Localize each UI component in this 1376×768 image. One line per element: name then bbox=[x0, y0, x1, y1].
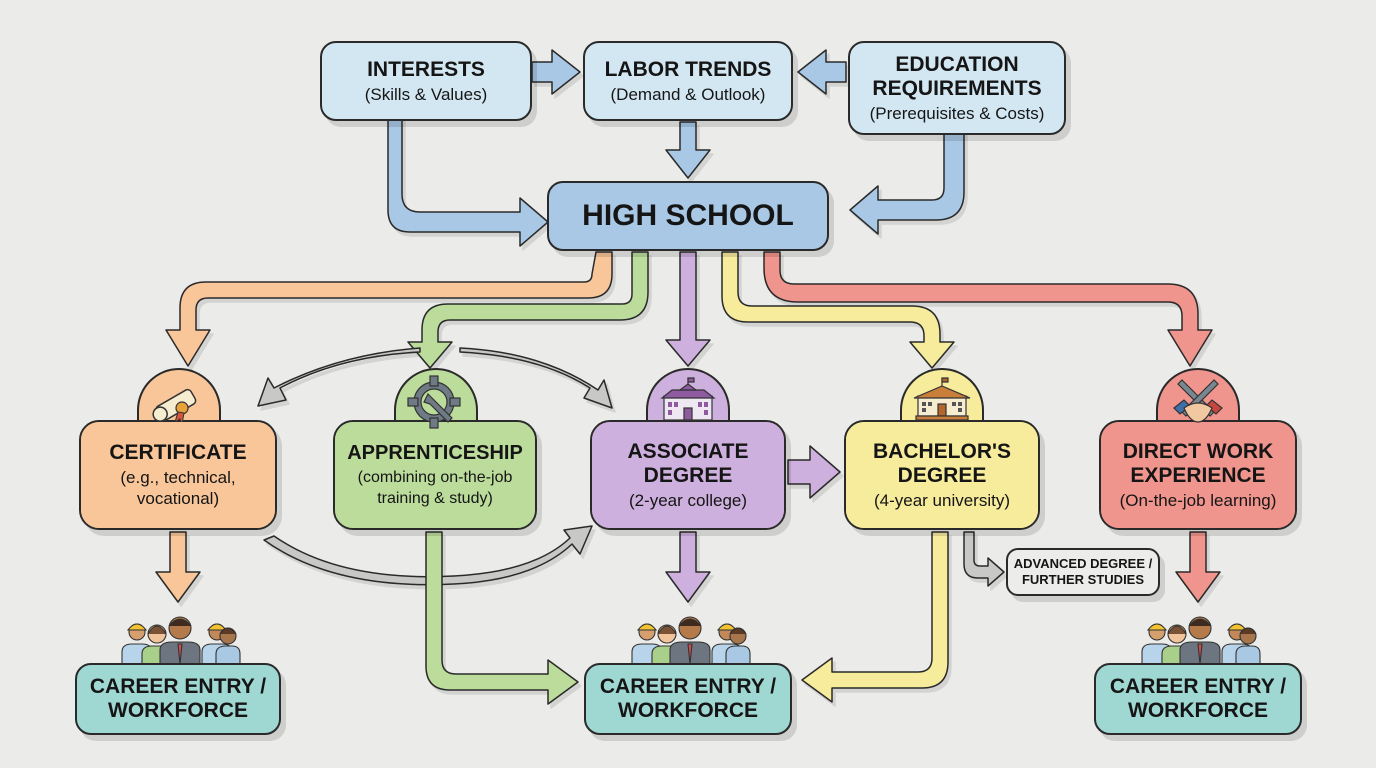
bachelors-degree-content: BACHELOR'S DEGREE (4-year university) bbox=[846, 422, 1038, 528]
associate-subtitle: (2-year college) bbox=[628, 490, 748, 510]
labor-trends-box: LABOR TRENDS (Demand & Outlook) bbox=[583, 41, 793, 121]
arrow-hs-to-certificate bbox=[165, 251, 613, 367]
university-building-icon bbox=[913, 377, 971, 421]
education-requirements-box: EDUCATION REQUIREMENTS (Prerequisites & … bbox=[848, 41, 1066, 135]
education-subtitle: (Prerequisites & Costs) bbox=[869, 103, 1045, 123]
arrow-labor-to-hs bbox=[665, 121, 711, 179]
arrow-education-to-labor bbox=[797, 49, 847, 95]
arrow-hs-to-work bbox=[763, 251, 1213, 367]
arrow-associate-to-bachelor bbox=[787, 445, 841, 499]
direct-work-content: DIRECT WORK EXPERIENCE (On-the-job learn… bbox=[1101, 422, 1295, 528]
arrow-apprenticeship-to-certificate bbox=[257, 347, 421, 407]
interests-subtitle: (Skills & Values) bbox=[364, 84, 488, 104]
career-title-line2: WORKFORCE bbox=[618, 699, 758, 722]
arrow-certificate-to-career bbox=[155, 531, 201, 603]
diploma-scroll-icon bbox=[152, 388, 197, 426]
arrow-hs-to-bachelor bbox=[721, 251, 955, 369]
associate-title-line1: ASSOCIATE bbox=[627, 439, 749, 463]
work-title-line1: DIRECT WORK bbox=[1122, 439, 1274, 463]
interests-title: INTERESTS bbox=[367, 57, 485, 81]
career-title-line1: CAREER ENTRY / bbox=[89, 675, 267, 698]
arrow-certificate-to-associate bbox=[263, 525, 593, 586]
work-subtitle: (On-the-job learning) bbox=[1119, 490, 1277, 510]
associate-title-line2: DEGREE bbox=[643, 463, 733, 487]
arrow-work-to-career bbox=[1175, 531, 1221, 603]
arrow-bachelor-to-advanced bbox=[963, 531, 1005, 587]
college-building-icon bbox=[660, 377, 716, 421]
handshake-tools-icon bbox=[1173, 379, 1223, 423]
education-title-line2: REQUIREMENTS bbox=[872, 76, 1042, 100]
high-school-title: HIGH SCHOOL bbox=[582, 199, 794, 232]
labor-trends-title: LABOR TRENDS bbox=[604, 57, 772, 81]
arrow-associate-to-career bbox=[665, 531, 711, 603]
arrow-hs-to-associate bbox=[665, 251, 711, 367]
associate-degree-content: ASSOCIATE DEGREE (2-year college) bbox=[592, 422, 784, 528]
arrow-education-to-hs bbox=[849, 125, 965, 235]
workforce-people-icon bbox=[1141, 616, 1261, 666]
arrow-apprenticeship-to-career bbox=[425, 531, 579, 705]
labor-trends-subtitle: (Demand & Outlook) bbox=[610, 84, 766, 104]
gear-wrench-icon bbox=[407, 375, 461, 429]
career-title-line2: WORKFORCE bbox=[1128, 699, 1268, 722]
interests-box: INTERESTS (Skills & Values) bbox=[320, 41, 532, 121]
career-title-line1: CAREER ENTRY / bbox=[1109, 675, 1287, 698]
bachelor-title-line1: BACHELOR'S bbox=[873, 439, 1011, 463]
career-entry-box-right: CAREER ENTRY / WORKFORCE bbox=[1094, 663, 1302, 735]
career-title-line1: CAREER ENTRY / bbox=[599, 675, 777, 698]
arrow-interests-to-hs bbox=[387, 113, 549, 247]
high-school-box: HIGH SCHOOL bbox=[547, 181, 829, 251]
arrow-apprenticeship-to-associate bbox=[459, 347, 613, 409]
advanced-title-line1: ADVANCED DEGREE / bbox=[1013, 556, 1153, 571]
bachelor-subtitle: (4-year university) bbox=[873, 490, 1011, 510]
career-title-line2: WORKFORCE bbox=[108, 699, 248, 722]
workforce-people-icon bbox=[631, 616, 751, 666]
work-title-line2: EXPERIENCE bbox=[1130, 463, 1266, 487]
arrow-hs-to-apprenticeship bbox=[407, 251, 649, 369]
workforce-people-icon bbox=[121, 616, 241, 666]
bachelor-title-line2: DEGREE bbox=[897, 463, 987, 487]
apprenticeship-box-overlay: APPRENTICESHIP (combining on-the-job tra… bbox=[335, 422, 535, 528]
advanced-degree-box: ADVANCED DEGREE / FURTHER STUDIES bbox=[1006, 548, 1160, 596]
career-entry-box-left: CAREER ENTRY / WORKFORCE bbox=[75, 663, 281, 735]
education-title-line1: EDUCATION bbox=[895, 52, 1019, 76]
certificate-box-overlay: CERTIFICATE (e.g., technical, vocational… bbox=[81, 422, 275, 528]
advanced-title-line2: FURTHER STUDIES bbox=[1021, 572, 1145, 587]
arrow-interests-to-labor bbox=[531, 49, 581, 95]
arrow-bachelor-to-career bbox=[801, 531, 949, 703]
career-entry-box-center: CAREER ENTRY / WORKFORCE bbox=[584, 663, 792, 735]
